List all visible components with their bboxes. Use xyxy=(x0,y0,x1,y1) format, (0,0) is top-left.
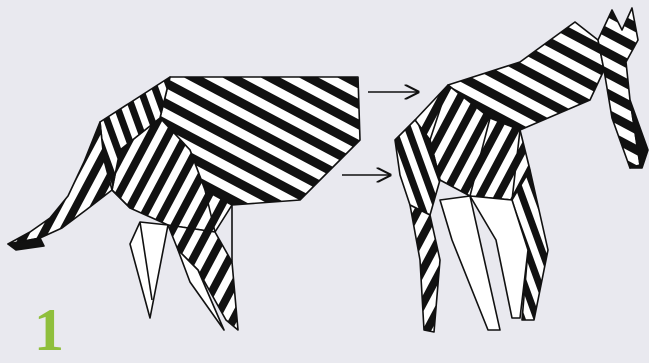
zebra-figure-left xyxy=(8,77,360,330)
zebra-figure-right xyxy=(395,8,648,332)
zebra-head xyxy=(598,8,640,168)
zebra-tail xyxy=(8,122,112,244)
zebra-leg-white-back xyxy=(130,222,168,318)
step-number: 1 xyxy=(34,300,64,360)
zebra-leg-striped xyxy=(168,225,238,330)
zebra-back-leg xyxy=(410,205,440,332)
